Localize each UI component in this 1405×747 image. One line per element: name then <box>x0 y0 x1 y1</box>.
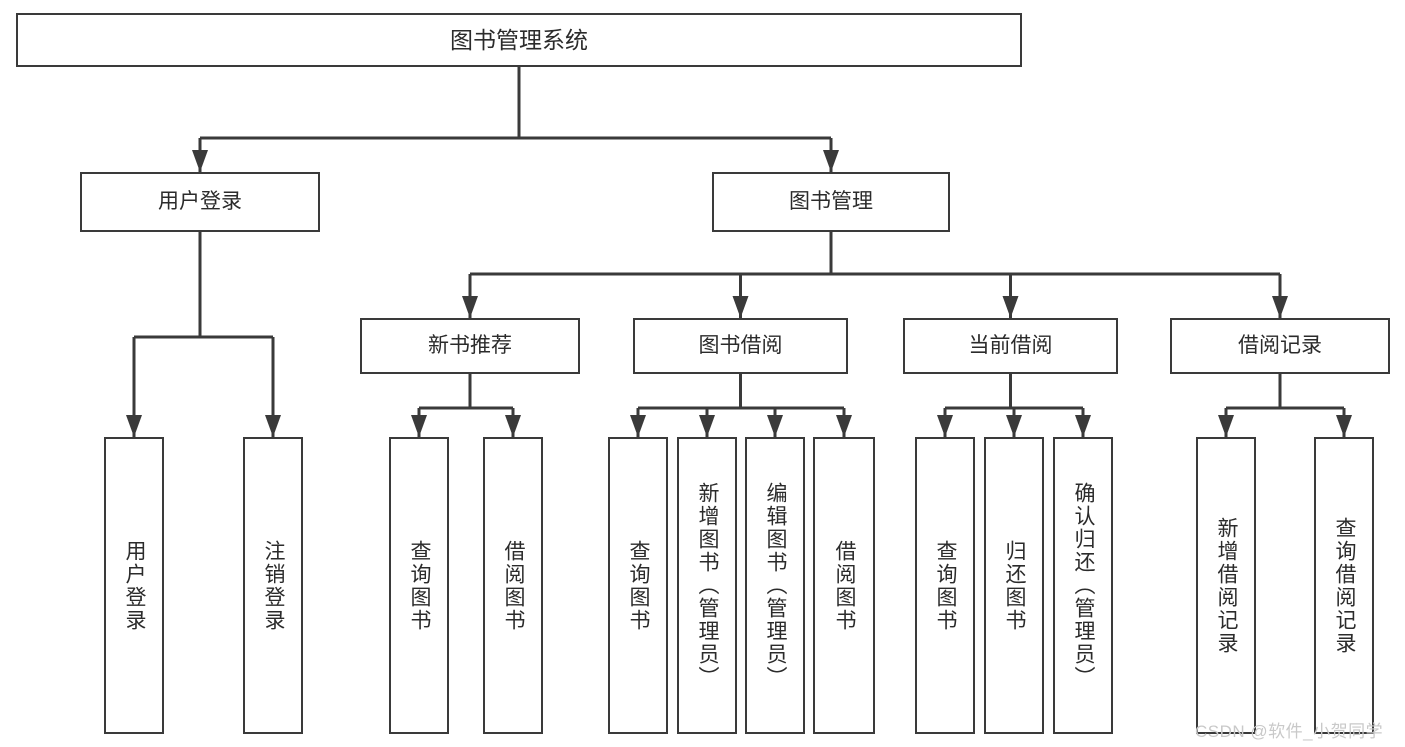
node-leaf-edit-book[interactable]: 编辑图书（管理员） <box>745 437 805 734</box>
arrowhead-icon <box>823 150 839 172</box>
node-label: 借阅图书 <box>833 539 857 632</box>
arrowhead-icon <box>462 296 478 318</box>
arrowhead-icon <box>630 415 646 437</box>
arrowhead-icon <box>1336 415 1352 437</box>
watermark-text: CSDN @软件_小贺同学 <box>1195 722 1384 741</box>
arrowhead-icon <box>1218 415 1234 437</box>
node-label: 确认归还（管理员） <box>1072 482 1096 689</box>
node-label: 新增图书（管理员） <box>696 482 720 689</box>
node-label: 注销登录 <box>262 539 286 632</box>
node-leaf-borrow-book-rec[interactable]: 借阅图书 <box>483 437 543 734</box>
node-current-borrow[interactable]: 当前借阅 <box>903 318 1118 374</box>
arrowhead-icon <box>411 415 427 437</box>
node-book-manage[interactable]: 图书管理 <box>712 172 950 232</box>
node-new-book-rec[interactable]: 新书推荐 <box>360 318 580 374</box>
node-leaf-query-book-rec[interactable]: 查询图书 <box>389 437 449 734</box>
arrowhead-icon <box>732 296 749 318</box>
node-book-borrow[interactable]: 图书借阅 <box>633 318 848 374</box>
arrowhead-icon <box>1006 415 1022 437</box>
node-root[interactable]: 图书管理系统 <box>16 13 1022 67</box>
node-leaf-query-record[interactable]: 查询借阅记录 <box>1314 437 1374 734</box>
node-leaf-confirm-return[interactable]: 确认归还（管理员） <box>1053 437 1113 734</box>
node-label: 查询图书 <box>934 539 958 632</box>
node-label: 图书管理 <box>789 189 873 213</box>
node-label: 借阅记录 <box>1238 333 1322 357</box>
arrowhead-icon <box>836 415 852 437</box>
node-borrow-record[interactable]: 借阅记录 <box>1170 318 1390 374</box>
node-leaf-user-logout[interactable]: 注销登录 <box>243 437 303 734</box>
arrowhead-icon <box>126 415 142 437</box>
arrowhead-icon <box>1002 296 1019 318</box>
node-label: 借阅图书 <box>502 539 526 632</box>
node-leaf-add-book[interactable]: 新增图书（管理员） <box>677 437 737 734</box>
node-label: 查询图书 <box>408 539 432 632</box>
node-label: 图书管理系统 <box>450 26 588 53</box>
arrowhead-icon <box>767 415 783 437</box>
arrowhead-icon <box>1075 415 1091 437</box>
arrowhead-icon <box>192 150 208 172</box>
node-leaf-borrow-book-bw[interactable]: 借阅图书 <box>813 437 875 734</box>
node-leaf-user-login[interactable]: 用户登录 <box>104 437 164 734</box>
node-label: 图书借阅 <box>698 333 783 357</box>
arrowhead-icon <box>1272 296 1288 318</box>
arrowhead-icon <box>699 415 715 437</box>
node-label: 新书推荐 <box>428 333 512 357</box>
node-label: 归还图书 <box>1003 539 1027 632</box>
node-label: 查询借阅记录 <box>1333 516 1357 655</box>
arrowhead-icon <box>265 415 281 437</box>
arrowhead-icon <box>937 415 953 437</box>
node-user-login[interactable]: 用户登录 <box>80 172 320 232</box>
node-label: 查询图书 <box>627 539 651 632</box>
node-leaf-return-book[interactable]: 归还图书 <box>984 437 1044 734</box>
arrowhead-icon <box>505 415 521 437</box>
node-label: 新增借阅记录 <box>1215 516 1239 655</box>
node-label: 用户登录 <box>123 539 147 632</box>
node-label: 用户登录 <box>158 189 242 213</box>
node-leaf-query-book-bw[interactable]: 查询图书 <box>608 437 668 734</box>
node-leaf-add-record[interactable]: 新增借阅记录 <box>1196 437 1256 734</box>
node-leaf-query-book-cb[interactable]: 查询图书 <box>915 437 975 734</box>
node-label: 编辑图书（管理员） <box>764 482 788 689</box>
node-label: 当前借阅 <box>968 333 1053 357</box>
